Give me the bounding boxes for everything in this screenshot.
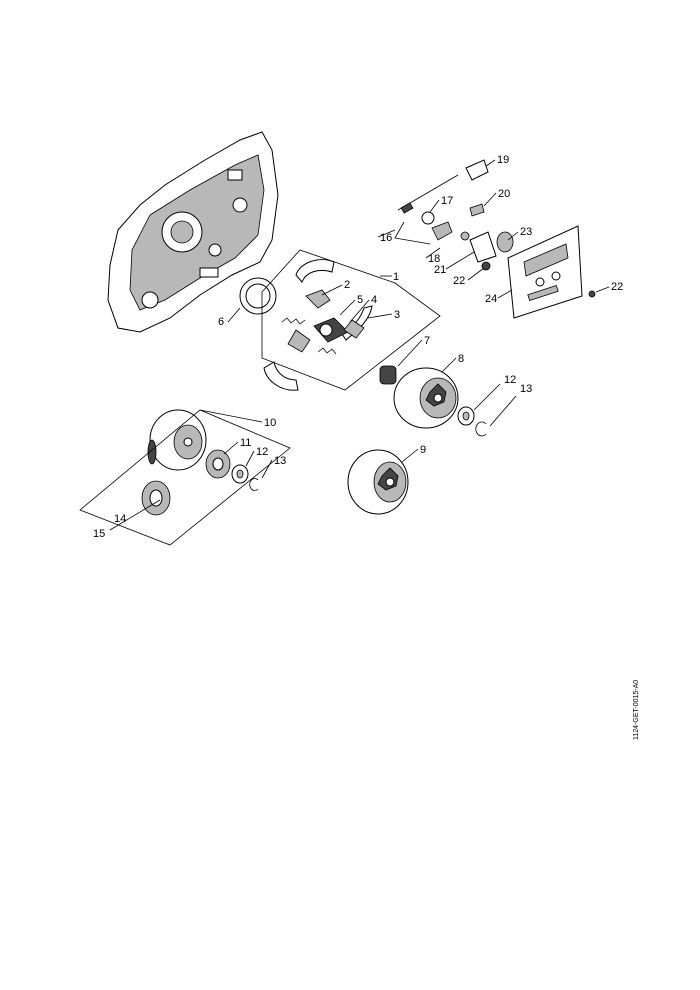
callout-2: 2	[344, 279, 350, 291]
callout-10: 10	[264, 417, 276, 429]
callout-11: 11	[240, 437, 251, 449]
callout-20: 20	[498, 188, 510, 200]
clutch-assembly-frame	[261, 249, 441, 391]
callout-7: 7	[424, 335, 430, 347]
clutch-drum-part-10	[147, 409, 207, 471]
rim-sprocket-part-14	[141, 480, 171, 516]
callout-labels: 1 2 5 4 3 6 7 8 12 13 9 10 11 12 13 14 1…	[93, 154, 623, 540]
washer-and-eclip-right	[457, 383, 517, 437]
callout-22-right: 22	[611, 281, 623, 293]
oil-pump-parts	[394, 159, 514, 271]
clutch-drum-set-frame	[79, 409, 291, 546]
crankcase-housing	[107, 131, 279, 333]
washer-and-eclip-left	[231, 464, 259, 491]
callout-14: 14	[114, 513, 126, 525]
sprocket-part-11	[205, 449, 231, 479]
callout-9: 9	[420, 444, 426, 456]
callout-19: 19	[497, 154, 509, 166]
needle-cage-part	[379, 365, 397, 385]
callout-8: 8	[458, 353, 464, 365]
callout-13-right: 13	[520, 383, 532, 395]
callout-5: 5	[357, 294, 363, 306]
clutch-drum-part-8	[393, 367, 459, 429]
callout-12-right: 12	[504, 374, 516, 386]
callout-17: 17	[441, 195, 453, 207]
callout-4: 4	[371, 294, 377, 306]
callout-1: 1	[393, 271, 399, 283]
callout-13-left: 13	[274, 455, 286, 467]
callout-21: 21	[434, 264, 446, 276]
callout-15: 15	[93, 528, 105, 540]
reference-code: 1124-GET-0015-A0	[633, 680, 640, 740]
callout-3: 3	[394, 309, 400, 321]
callout-12-left: 12	[256, 446, 268, 458]
callout-24: 24	[485, 293, 497, 305]
clutch-shoes	[263, 259, 373, 391]
clutch-drum-part-9	[347, 449, 409, 515]
leader-lines	[199, 159, 610, 479]
callout-6: 6	[218, 316, 224, 328]
callout-23: 23	[520, 226, 532, 238]
callout-22-left: 22	[453, 275, 465, 287]
callout-18: 18	[428, 253, 440, 265]
guide-plate-part-24	[507, 225, 596, 319]
